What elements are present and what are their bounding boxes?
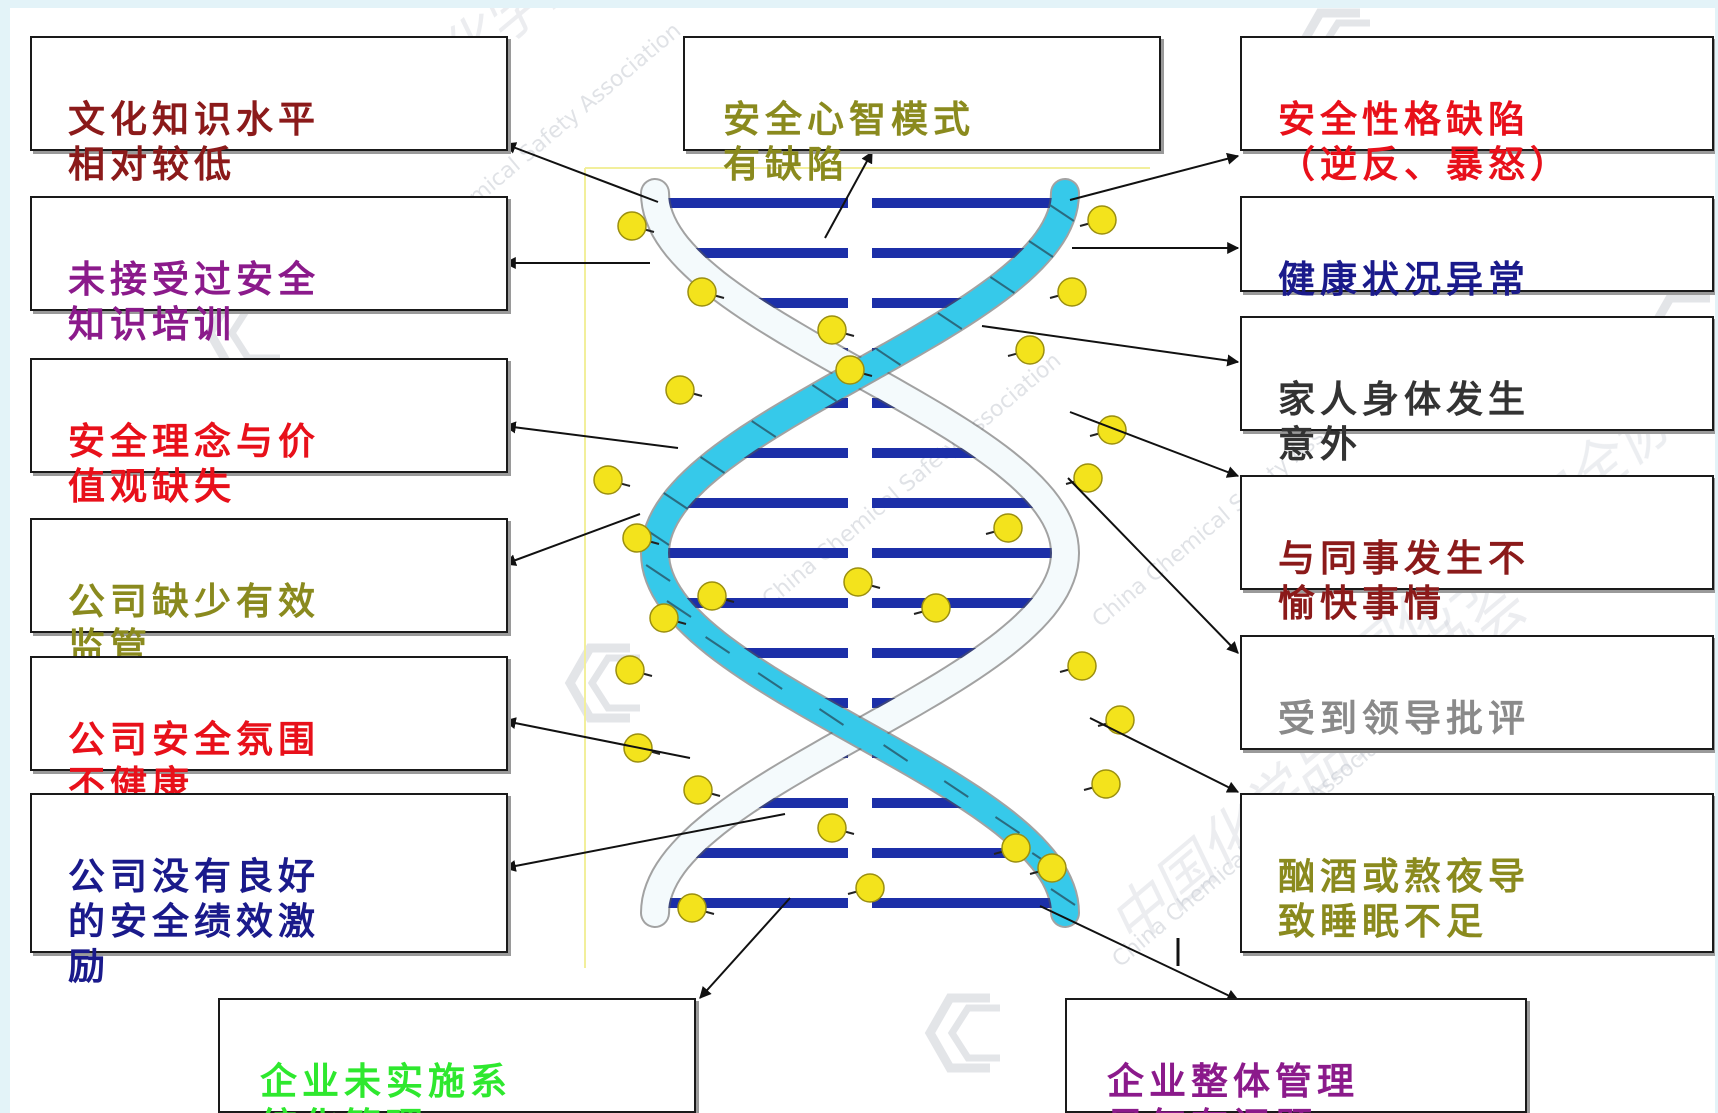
phosphate-node [617, 211, 647, 241]
phosphate-node [1091, 769, 1121, 799]
factor-label: 企业整体管理 风气有问题 [1107, 1060, 1359, 1113]
phosphate-node [683, 775, 713, 805]
phosphate-node [1001, 833, 1031, 863]
ribbon-segment-mark [705, 636, 731, 654]
arrow-to-family [981, 325, 1240, 367]
factor-lack-of-sleep: 酗酒或熬夜导 致睡眠不足 [1240, 793, 1714, 953]
backbone-strand-white [642, 180, 1079, 926]
factor-label: 健康状况异常 [1278, 258, 1530, 301]
arrow-to-system [699, 897, 791, 999]
arrow-connectors [503, 142, 1240, 1001]
phosphate-node [697, 581, 727, 611]
ribbon-segment-mark [699, 456, 726, 474]
ribbon-segment-mark [645, 564, 671, 582]
factor-no-systematic-management: 企业未实施系 统化管理 [218, 998, 696, 1113]
phosphate-node [687, 277, 717, 307]
ribbon-segment-mark [1028, 240, 1054, 258]
phosphate-node [1087, 205, 1117, 235]
phosphate-node [1057, 277, 1087, 307]
factor-label: 安全心智模式 有缺陷 [723, 98, 975, 186]
ribbon-segment-mark [943, 780, 969, 798]
arrow-to-colleague [1069, 411, 1240, 478]
ribbon-segment-mark [757, 672, 783, 690]
ribbon-segment-mark [875, 348, 902, 366]
arrow-to-values [503, 421, 679, 449]
ribbon-segment-mark [994, 816, 1021, 834]
arrow-to-criticism [1067, 477, 1239, 654]
factor-missing-safety-values: 安全理念与价 值观缺失 [30, 358, 508, 508]
ribbon-segment-mark [663, 492, 689, 510]
factor-label: 企业未实施系 统化管理 [260, 1060, 512, 1113]
phosphate-node [921, 593, 951, 623]
factor-leader-criticism: 受到领导批评 [1240, 635, 1714, 750]
ribbon-segment-mark [666, 600, 692, 618]
phosphate-node [835, 355, 865, 385]
phosphate-node [817, 813, 847, 843]
factor-family-accident: 家人身体发生 意外 [1240, 316, 1714, 466]
factor-label: 未接受过安全 知识培训 [68, 258, 320, 346]
factor-no-safety-incentive: 公司没有良好 的安全绩效激 励 [30, 793, 508, 988]
phosphate-node [615, 655, 645, 685]
phosphate-node [622, 523, 652, 553]
ribbon-segment-mark [811, 384, 837, 402]
factor-management-culture-problem: 企业整体管理 风气有问题 [1065, 998, 1527, 1113]
ribbon-segment-mark [937, 312, 963, 330]
arrow-to-culture [1039, 905, 1240, 1001]
ribbon-segment-mark [818, 708, 845, 726]
factor-label: 安全性格缺陷 （逆反、暴怒） [1278, 98, 1572, 186]
phosphate-node [593, 465, 623, 495]
phosphate-node [665, 375, 695, 405]
factor-personality-defect: 安全性格缺陷 （逆反、暴怒） [1240, 36, 1714, 186]
factor-label: 安全理念与价 值观缺失 [68, 420, 320, 508]
phosphate-node [1037, 853, 1067, 883]
diagram-stage: China Chemical Safety Association China … [10, 8, 1715, 1113]
phosphate-node [1015, 335, 1045, 365]
factor-colleague-conflict: 与同事发生不 愉快事情 [1240, 475, 1714, 625]
arrow-to-incentive [503, 813, 786, 872]
ribbon-segment-mark [751, 420, 777, 438]
factor-unhealthy-safety-climate: 公司安全氛围 不健康 [30, 656, 508, 806]
phosphate-node [1073, 463, 1103, 493]
factor-lack-of-supervision: 公司缺少有效 监管 [30, 518, 508, 668]
ribbon-segment-mark [989, 276, 1015, 294]
phosphate-node [649, 603, 679, 633]
arrow-to-personality [1069, 152, 1240, 201]
phosphate-node [1097, 415, 1127, 445]
arrow-to-supervision [503, 513, 641, 566]
factor-label: 与同事发生不 愉快事情 [1278, 537, 1530, 625]
factor-label: 受到领导批评 [1278, 697, 1530, 740]
phosphate-node [843, 567, 873, 597]
arrow-to-mindset [824, 150, 873, 239]
phosphate-node [1105, 705, 1135, 735]
ribbon-segment-mark [1049, 204, 1075, 222]
phosphate-node [855, 873, 885, 903]
factor-defective-mindset: 安全心智模式 有缺陷 [683, 36, 1161, 186]
dna-helix [584, 167, 1150, 968]
factor-label: 家人身体发生 意外 [1278, 378, 1530, 466]
factor-label: 酗酒或熬夜导 致睡眠不足 [1278, 855, 1530, 943]
factor-label: 公司没有良好 的安全绩效激 励 [68, 855, 320, 988]
factor-no-safety-training: 未接受过安全 知识培训 [30, 196, 508, 346]
ribbon-segment-mark [1050, 888, 1076, 906]
factor-abnormal-health: 健康状况异常 [1240, 196, 1714, 301]
ribbon-segment-mark [883, 744, 909, 762]
factor-low-literacy: 文化知识水平 相对较低 [30, 36, 508, 186]
arrow-to-sleep [1089, 717, 1240, 793]
phosphate-node [993, 513, 1023, 543]
phosphate-node [677, 893, 707, 923]
arrow-to-literacy [503, 142, 659, 203]
phosphate-node [1067, 651, 1097, 681]
arrow-to-climate [503, 717, 691, 759]
factor-label: 文化知识水平 相对较低 [68, 98, 320, 186]
phosphate-node [817, 315, 847, 345]
